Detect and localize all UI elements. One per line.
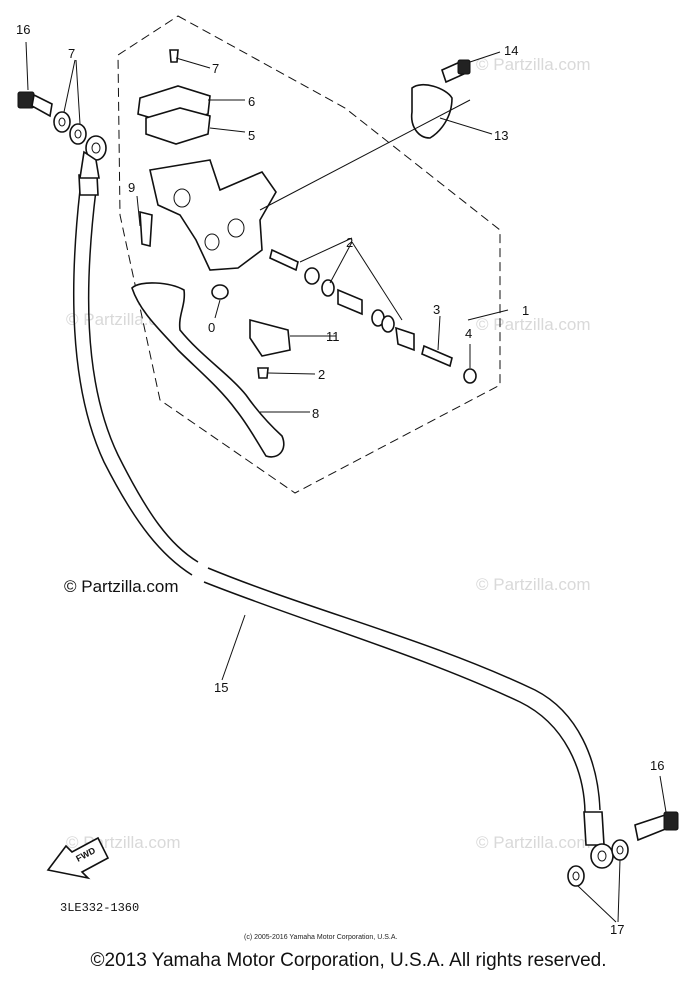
washer (611, 839, 629, 861)
part-label: 4 (465, 326, 472, 341)
part-label: 9 (128, 180, 135, 195)
watermark: © Partzilla.com (476, 55, 591, 74)
part-label: 17 (610, 922, 624, 937)
watermark: © Partzilla.com (476, 575, 591, 594)
watermark: © Partzilla.com (476, 833, 591, 852)
washer (53, 111, 71, 133)
part-label: 1 (522, 303, 529, 318)
diagram-code: 3LE332-1360 (60, 901, 139, 915)
part-label: 8 (312, 406, 319, 421)
bolt-9 (139, 210, 153, 248)
part-label: 11 (326, 329, 340, 344)
washer (567, 865, 585, 887)
pushrod-3 (421, 344, 453, 368)
switch-11 (249, 318, 291, 357)
lever-8 (131, 282, 285, 458)
part-label: 16 (650, 758, 664, 773)
part-label: 7 (68, 46, 75, 61)
part-label: 2 (346, 235, 353, 250)
brake-hose-15 (72, 135, 614, 869)
union-bolt-16-top (17, 91, 53, 118)
part-label: 15 (214, 680, 228, 695)
holder-13 (410, 83, 453, 139)
part-labels: 16 7 7 6 5 9 2 3 4 1 0 11 2 8 13 14 15 1… (16, 22, 664, 937)
part-label: 13 (494, 128, 508, 143)
nut-4 (463, 368, 477, 384)
piston-kit-2 (269, 237, 415, 352)
watermarks: © Partzilla.com © Partzilla.com © Partzi… (64, 55, 591, 852)
fwd-arrow-icon: FWD (46, 836, 110, 880)
assembly-boundary (117, 15, 501, 494)
union-bolt-16-bottom (634, 811, 679, 842)
diaphragm-5 (145, 107, 211, 145)
small-copyright: (c) 2005-2016 Yamaha Motor Corporation, … (244, 934, 397, 941)
part-label: 16 (16, 22, 30, 37)
watermark-center: © Partzilla.com (64, 577, 179, 596)
watermark: © Partzilla.com (476, 315, 591, 334)
washer (69, 123, 87, 145)
screw-12 (257, 367, 269, 379)
part-label: 0 (208, 320, 215, 335)
part-label: 7 (212, 61, 219, 76)
part-label: 2 (318, 367, 325, 382)
screw-7 (169, 49, 179, 63)
part-label: 3 (433, 302, 440, 317)
pivot-nut-10 (211, 284, 229, 300)
footer-copyright: ©2013 Yamaha Motor Corporation, U.S.A. A… (90, 950, 607, 971)
part-label: 5 (248, 128, 255, 143)
part-label: 6 (248, 94, 255, 109)
master-cylinder-body (149, 159, 277, 271)
part-label: 14 (504, 43, 518, 58)
